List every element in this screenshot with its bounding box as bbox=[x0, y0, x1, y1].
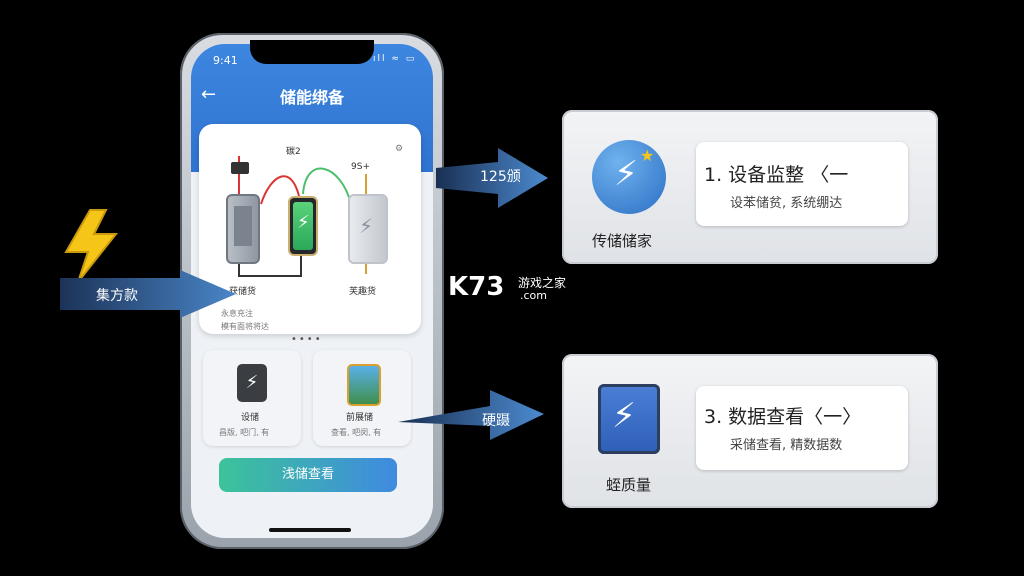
pager-dots: •••• bbox=[291, 334, 323, 345]
arrow-left-icon[interactable]: ← bbox=[201, 84, 217, 105]
phone-notch bbox=[250, 40, 374, 64]
lightning-badge-icon: ⚡ ★ bbox=[592, 140, 666, 214]
map-phone-icon bbox=[347, 364, 381, 406]
left-arrow-label: 集方款 bbox=[96, 288, 138, 304]
bottom-panel-caption: 蛭质量 bbox=[606, 476, 652, 494]
tile-device-sub: 昌版, 吧门, 有 bbox=[219, 428, 270, 437]
bottom-arrow bbox=[398, 390, 544, 440]
tile-preview-title: 前展储 bbox=[346, 413, 374, 423]
battery-icon: ⚡ bbox=[237, 364, 267, 402]
top-step-title: 1. 设备监整 〈一 bbox=[704, 164, 849, 186]
top-panel-caption: 传储储家 bbox=[592, 232, 653, 250]
status-icons: ıll ≈ ▭ bbox=[373, 54, 417, 64]
top-arrow bbox=[436, 148, 548, 208]
battery-device-left[interactable] bbox=[226, 194, 260, 264]
watermark-logo: K73 bbox=[448, 272, 505, 302]
left-arrow bbox=[60, 270, 236, 318]
card-desc-line1: 永息充注 bbox=[221, 309, 253, 318]
battery-chip-icon: ⚡ bbox=[598, 384, 660, 454]
bottom-step-title: 3. 数据查看〈一〉 bbox=[704, 406, 862, 428]
phone-device-middle[interactable]: ⚡ bbox=[288, 196, 318, 256]
watermark-cn: 游戏之家 bbox=[518, 276, 567, 290]
bottom-step-sub: 采储查看, 精数据数 bbox=[730, 438, 843, 453]
top-step-card[interactable] bbox=[696, 142, 908, 226]
watermark-domain: .com bbox=[520, 289, 547, 302]
tile-preview-sub: 查看, 吧闵, 有 bbox=[331, 428, 382, 437]
link-icon[interactable]: ⚙ bbox=[395, 144, 404, 154]
bottom-arrow-label: 硬蹑 bbox=[482, 413, 510, 429]
right-device-label: 芙趣货 bbox=[349, 287, 377, 297]
view-button[interactable]: 浅储查看 bbox=[219, 458, 397, 492]
card-right-label: 9S+ bbox=[351, 162, 370, 172]
battery-device-right[interactable]: ⚡ bbox=[348, 194, 388, 264]
bottom-step-card[interactable] bbox=[696, 386, 908, 470]
card-desc-line2: 模有面将将达 bbox=[221, 322, 269, 331]
card-top-label: 碳2 bbox=[286, 147, 301, 157]
page-title: 储能绑备 bbox=[279, 88, 344, 107]
lightning-icon bbox=[64, 209, 119, 283]
status-time: 9:41 bbox=[213, 54, 238, 67]
home-indicator bbox=[269, 528, 351, 532]
tile-device-title: 设储 bbox=[241, 413, 260, 423]
left-device-label: 获储货 bbox=[229, 287, 257, 297]
top-step-sub: 设苯储贫, 系统绷达 bbox=[730, 196, 843, 211]
wire-diagram bbox=[238, 156, 367, 277]
top-arrow-label: 125颁 bbox=[480, 169, 521, 185]
connector-icon bbox=[231, 162, 249, 174]
phone-screen: 9:41 ıll ≈ ▭ ← 储能绑备 碳2 ⚙ 9S+ ⚡ ⚡ 获储货 芙趣货… bbox=[191, 44, 433, 538]
